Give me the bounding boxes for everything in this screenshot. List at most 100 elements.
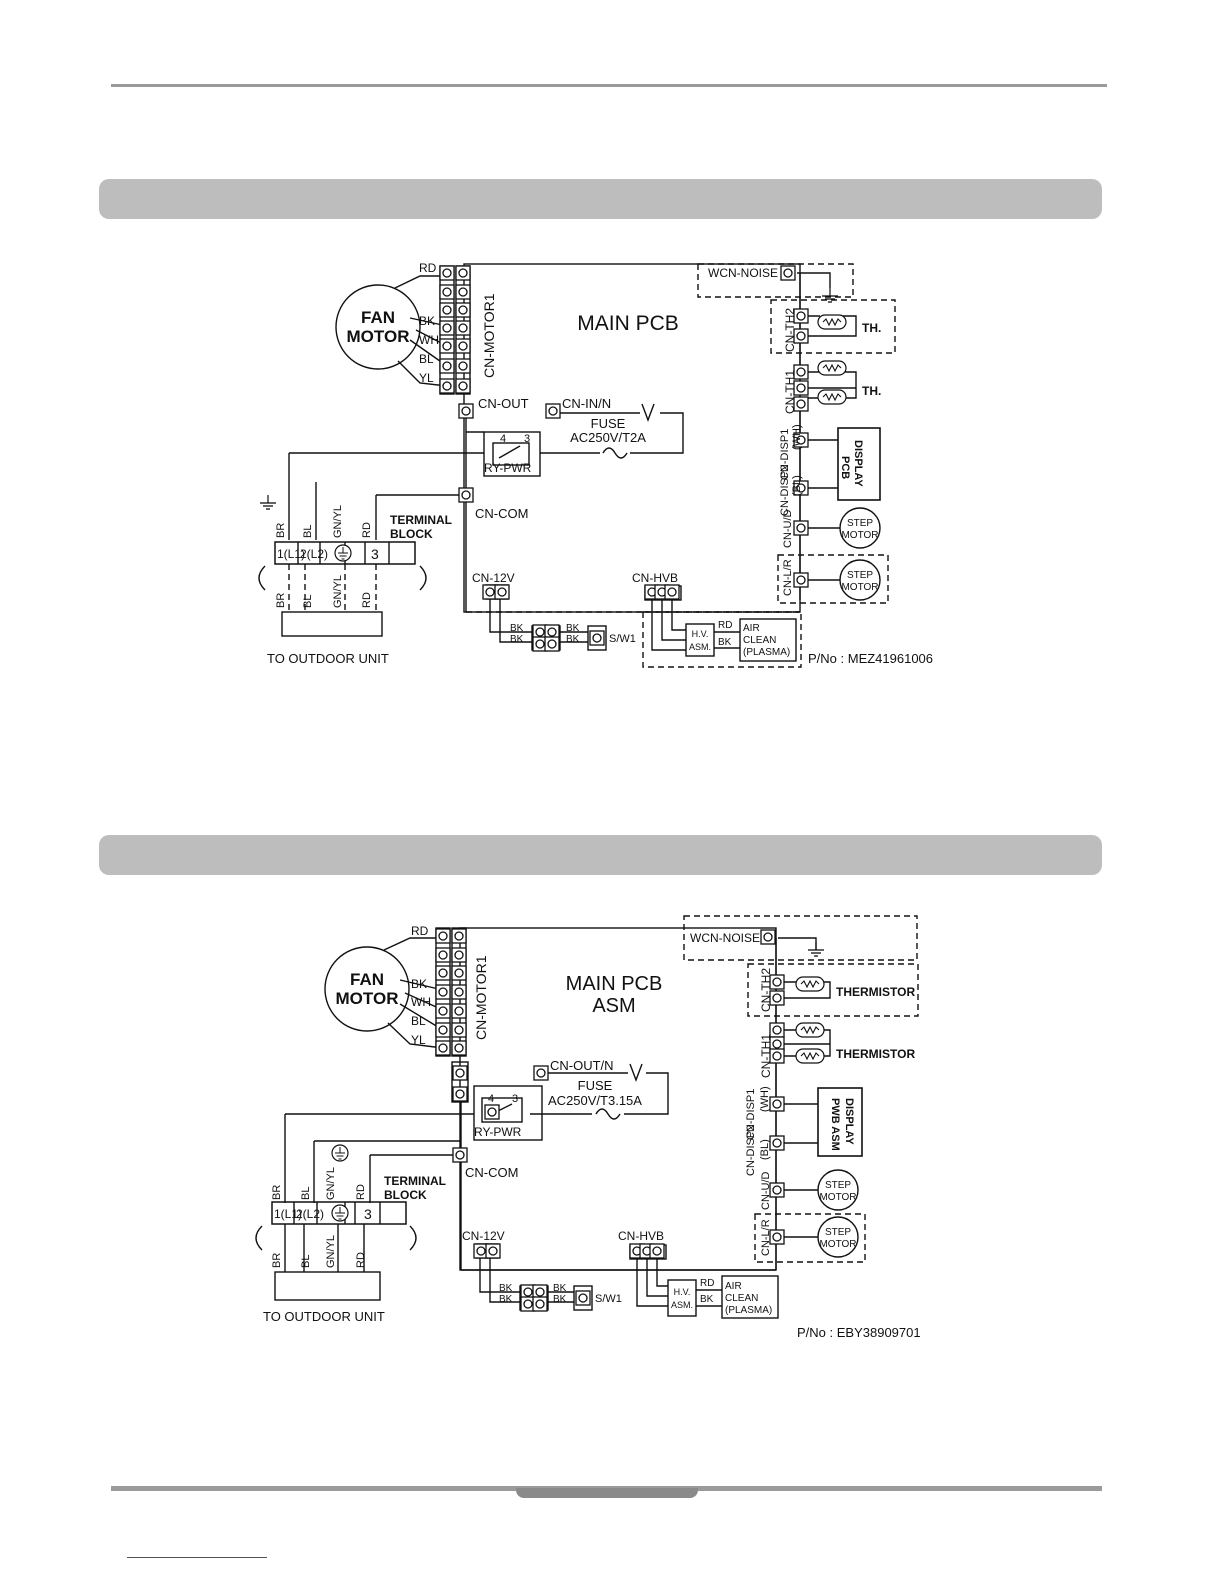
- wire-rd: RD: [419, 261, 437, 275]
- th2-label: TH.: [862, 321, 881, 335]
- sw-wire-bk-3: BK: [566, 623, 580, 634]
- air-clean2-3: (PLASMA): [725, 1305, 772, 1316]
- hv-asm2-label-2: ASM.: [671, 1300, 693, 1310]
- wcn-noise-box-2: [683, 915, 918, 961]
- wire-wh: WH: [419, 333, 439, 347]
- to-outdoor-label-2: TO OUTDOOR UNIT: [263, 1309, 385, 1324]
- cn-hvb-label-2: CN-HVB: [618, 1229, 664, 1243]
- terminal-block-2: [271, 1201, 407, 1225]
- step-motor2-lr-1: STEP: [825, 1227, 851, 1238]
- step-motor-ud-2: MOTOR: [841, 530, 878, 541]
- tb2-wire-br: BR: [271, 1185, 283, 1200]
- fan-motor2-label-1: FAN: [350, 970, 384, 989]
- tb2-wire-rd: RD: [355, 1184, 367, 1200]
- fan-motor-label-1: FAN: [361, 308, 395, 327]
- out2-wire-br: BR: [271, 1253, 283, 1268]
- tb2-wire-gnyl: GN/YL: [325, 1167, 337, 1200]
- out2-wire-rd: RD: [355, 1252, 367, 1268]
- cn-disp2-color: (BL): [791, 475, 803, 496]
- sw2-wire-bk-2: BK: [499, 1294, 513, 1305]
- step-motor2-ud-1: STEP: [825, 1180, 851, 1191]
- diagram1-labels: FAN MOTOR RD BK WH BL YL CN-MOTOR1 MAIN …: [267, 261, 933, 666]
- tb-cell-1: 1(L1): [277, 547, 305, 561]
- air-clean2-2: CLEAN: [725, 1293, 758, 1304]
- outdoor-unit-box-1: [281, 611, 383, 637]
- ry-pwr-label: RY-PWR: [484, 461, 532, 475]
- cn-disp2-label-2: CN-DISP2: [745, 1125, 757, 1176]
- hv-wire-bk: BK: [718, 637, 732, 648]
- main-pcb-label: MAIN PCB: [577, 312, 679, 335]
- section-band-1: [99, 179, 1102, 219]
- sw2-wire-bk-3: BK: [553, 1283, 567, 1294]
- fan-motor-label-2: MOTOR: [347, 327, 410, 346]
- wire-bk: BK: [419, 314, 435, 328]
- fuse-rating-2: AC250V/T3.15A: [548, 1093, 642, 1108]
- step-motor2-ud-2: MOTOR: [819, 1192, 856, 1203]
- tb2-cell-2: 2(L2): [296, 1207, 324, 1221]
- tb-cell-2: 2(L2): [300, 547, 328, 561]
- relay-ry-pwr-2: [473, 1085, 543, 1141]
- thermistor-label-1: THERMISTOR: [836, 985, 915, 999]
- hv-asm2-label-1: H.V.: [674, 1287, 691, 1297]
- main-pcb-asm-label-1: MAIN PCB: [566, 973, 663, 995]
- display-pwb-box: [817, 1087, 863, 1157]
- cn-com-label: CN-COM: [475, 506, 528, 521]
- terminal-block2-label-2: BLOCK: [384, 1188, 427, 1202]
- tb-wire-br: BR: [275, 523, 287, 538]
- part-number-2: P/No : EBY38909701: [797, 1325, 921, 1340]
- cn-out-label: CN-OUT: [478, 396, 529, 411]
- footer-link-underline: [127, 1557, 267, 1558]
- tb2-wire-bl: BL: [300, 1187, 312, 1200]
- main-pcb-asm-label-2: ASM: [592, 995, 635, 1017]
- out2-wire-gnyl: GN/YL: [325, 1235, 337, 1268]
- wire-yl: YL: [419, 371, 434, 385]
- cn-disp2-color-2: (BL): [759, 1139, 771, 1160]
- cn-disp1-label: CN-DISP1: [779, 429, 791, 480]
- cn-motor1-label-2: CN-MOTOR1: [473, 955, 489, 1040]
- step-motor-ud-1: STEP: [847, 518, 873, 529]
- tb2-cell-1: 1(L1): [274, 1207, 302, 1221]
- step-motor-lr-1: STEP: [847, 570, 873, 581]
- fuse-rating: AC250V/T2A: [570, 430, 646, 445]
- cn-th2-label: CN-TH2: [783, 308, 797, 352]
- fan-motor2-label-2: MOTOR: [336, 989, 399, 1008]
- cn-lr-label-2: CN-L/R: [760, 1219, 772, 1256]
- cn-ud-label: CN-U/D: [782, 509, 794, 548]
- fuse-label: FUSE: [591, 416, 626, 431]
- hv2-wire-rd: RD: [700, 1278, 714, 1289]
- display-pcb-label-1: DISPLAY: [852, 440, 864, 487]
- sw-wire-bk-2: BK: [510, 634, 524, 645]
- cn-motor1-label: CN-MOTOR1: [481, 293, 497, 378]
- cn-com-label-2: CN-COM: [465, 1165, 518, 1180]
- hv-asm-label-1: H.V.: [692, 629, 709, 639]
- cn-disp1-color-2: (WH): [759, 1086, 771, 1112]
- tb-cell-3: 3: [371, 546, 379, 562]
- sw1-label: S/W1: [609, 633, 636, 645]
- air-clean-3: (PLASMA): [743, 647, 790, 658]
- fan-motor-2: [324, 946, 410, 1032]
- sw2-wire-bk-4: BK: [553, 1294, 567, 1305]
- wire2-rd: RD: [411, 924, 429, 938]
- relay2-pin-3: 3: [512, 1093, 518, 1105]
- cn-out-n-label: CN-OUT/N: [550, 1058, 614, 1073]
- wiring-diagram-2: [255, 915, 919, 1319]
- cn-lr-label: CN-L/R: [782, 559, 794, 596]
- part-number-1: P/No : MEZ41961006: [808, 651, 933, 666]
- wcn-noise-label: WCN-NOISE: [708, 266, 778, 280]
- fan-motor: [335, 284, 421, 370]
- tb-wire-gnyl: GN/YL: [332, 505, 344, 538]
- cn-th1-label-2: CN-TH1: [759, 1034, 773, 1078]
- air-clean-box-2: [721, 1275, 779, 1319]
- display-pwb-label-2: PWB ASM: [829, 1098, 841, 1151]
- fuse-label-2: FUSE: [578, 1078, 613, 1093]
- hv-asm-box: [685, 623, 715, 657]
- display-pcb-box: [837, 427, 881, 501]
- tb-wire-rd: RD: [361, 522, 373, 538]
- out-wire-br: BR: [275, 593, 287, 608]
- hv2-wire-bk: BK: [700, 1294, 714, 1305]
- wire-bl: BL: [419, 352, 434, 366]
- cn-disp2-label: CN-DISP2: [779, 465, 791, 516]
- cn-hvb-label: CN-HVB: [632, 571, 678, 585]
- wire2-bl: BL: [411, 1014, 426, 1028]
